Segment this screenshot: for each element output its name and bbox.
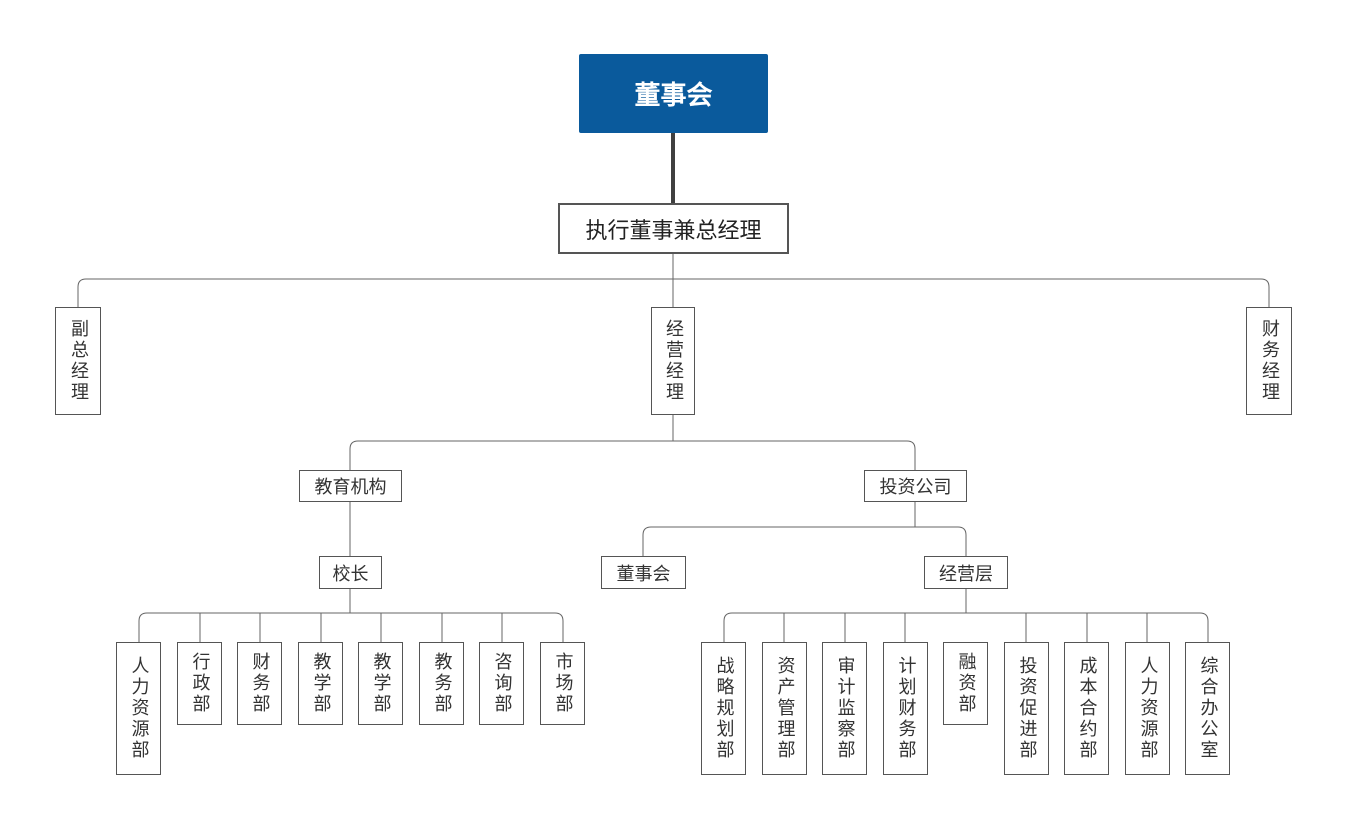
edu-dept-teaching-1: 教学部 xyxy=(298,642,343,725)
invest-dept-asset-mgmt: 资产管理部 xyxy=(762,642,807,775)
invest-dept-audit: 审计监察部 xyxy=(822,642,867,775)
invest-company-node: 投资公司 xyxy=(864,470,967,502)
invest-dept-investment-promotion: 投资促进部 xyxy=(1004,642,1049,775)
principal-node: 校长 xyxy=(319,556,382,589)
edu-dept-academic-affairs: 教务部 xyxy=(419,642,464,725)
edu-dept-teaching-2: 教学部 xyxy=(358,642,403,725)
ceo-node: 执行董事兼总经理 xyxy=(558,203,789,254)
edu-dept-marketing: 市场部 xyxy=(540,642,585,725)
vice-gm-node: 副总经理 xyxy=(55,307,101,415)
invest-dept-planning-finance: 计划财务部 xyxy=(883,642,928,775)
edu-dept-admin: 行政部 xyxy=(177,642,222,725)
invest-board-node: 董事会 xyxy=(601,556,686,589)
ops-gm-node: 经营经理 xyxy=(651,307,695,415)
edu-dept-consulting: 咨询部 xyxy=(479,642,524,725)
invest-mgmt-node: 经营层 xyxy=(924,556,1008,589)
finance-gm-node: 财务经理 xyxy=(1246,307,1292,415)
invest-dept-strategy: 战略规划部 xyxy=(701,642,746,775)
invest-dept-cost-contract: 成本合约部 xyxy=(1064,642,1109,775)
invest-dept-hr: 人力资源部 xyxy=(1125,642,1170,775)
board-node: 董事会 xyxy=(579,54,768,133)
edu-dept-hr: 人力资源部 xyxy=(116,642,161,775)
invest-dept-financing: 融资部 xyxy=(943,642,988,725)
edu-org-node: 教育机构 xyxy=(299,470,402,502)
invest-dept-general-office: 综合办公室 xyxy=(1185,642,1230,775)
edu-dept-finance: 财务部 xyxy=(237,642,282,725)
